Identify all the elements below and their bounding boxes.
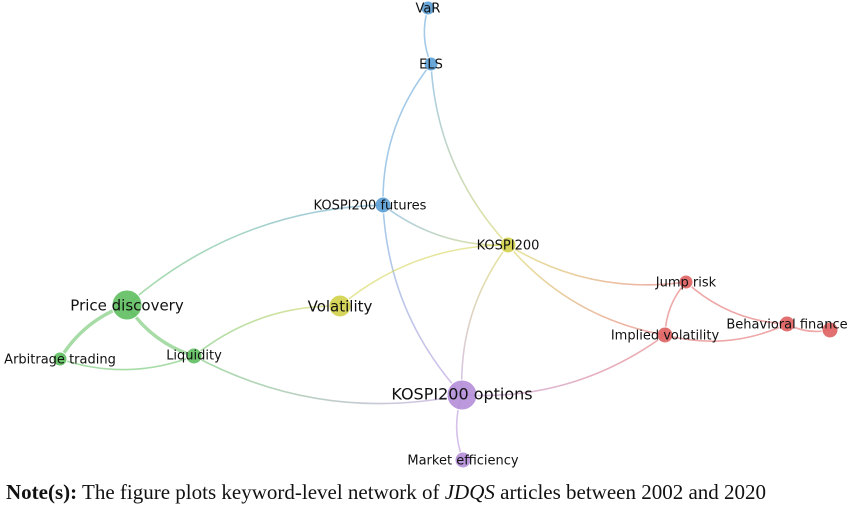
label-jump_risk: Jump risk (655, 276, 717, 291)
node-arbitrage_trading[interactable] (52, 351, 68, 367)
node-kospi200_options[interactable] (446, 379, 478, 411)
node-red_extra[interactable] (821, 321, 839, 339)
node-jump_risk[interactable] (678, 274, 694, 290)
edge-els-kospi200 (430, 63, 509, 246)
label-liquidity: Liquidity (166, 349, 222, 364)
label-market_efficiency: Market efficiency (407, 454, 519, 469)
nodes-layer (52, 0, 839, 469)
edge-kospi200-implied_volatility (507, 244, 666, 336)
figure-note: Note(s): The figure plots keyword-level … (6, 480, 846, 505)
edge-jump_risk-behavioral_finance (685, 281, 788, 325)
keyword-network: VaR ELS KOSPI200 futuresKOSPI200Volatility… (4, 0, 848, 469)
edge-els-kospi200_futures (382, 63, 432, 206)
note-journal: JDQS (444, 480, 495, 504)
node-kospi200[interactable] (499, 236, 517, 254)
node-volatility[interactable] (328, 294, 352, 318)
node-price_discovery[interactable] (111, 289, 143, 321)
node-implied_volatility[interactable] (656, 326, 674, 344)
label-volatility: Volatility (308, 298, 373, 316)
label-var: VaR (416, 2, 441, 17)
edge-arbitrage_trading-liquidity (59, 355, 195, 371)
edge-kospi200-jump_risk (507, 244, 687, 286)
node-els[interactable] (423, 56, 439, 72)
note-text-before: The figure plots keyword-level network o… (77, 480, 445, 504)
node-liquidity[interactable] (185, 347, 203, 365)
edge-volatility-liquidity (193, 305, 341, 357)
edge-liquidity-kospi200_options (193, 355, 463, 405)
note-label: Note(s): (6, 480, 78, 504)
label-behavioral_finance: Behavioral finance (726, 318, 847, 333)
label-kospi200_options: KOSPI200 options (391, 385, 532, 404)
edge-kospi200_futures-price_discovery (126, 204, 384, 306)
label-implied_volatility: Implied volatility (611, 329, 720, 344)
label-kospi200_futures: KOSPI200 futures (314, 199, 427, 214)
label-els: ELS (419, 58, 443, 73)
node-kospi200_futures[interactable] (374, 196, 392, 214)
label-arbitrage_trading: Arbitrage trading (4, 353, 116, 368)
edge-kospi200-kospi200_options (460, 244, 509, 396)
edge-implied_volatility-behavioral_finance (664, 323, 788, 342)
node-var[interactable] (420, 0, 436, 16)
node-market_efficiency[interactable] (454, 451, 472, 469)
label-price_discovery: Price discovery (70, 297, 184, 315)
edge-kospi200-volatility (339, 244, 509, 307)
node-behavioral_finance[interactable] (778, 315, 796, 333)
edge-kospi200_futures-kospi200_options (382, 204, 463, 396)
edge-kospi200_options-implied_volatility (461, 334, 666, 397)
labels-layer: VaR ELS KOSPI200 futuresKOSPI200Volatility… (4, 2, 847, 469)
note-text-after: articles between 2002 and 2020 (494, 480, 767, 504)
label-kospi200: KOSPI200 (477, 239, 540, 254)
